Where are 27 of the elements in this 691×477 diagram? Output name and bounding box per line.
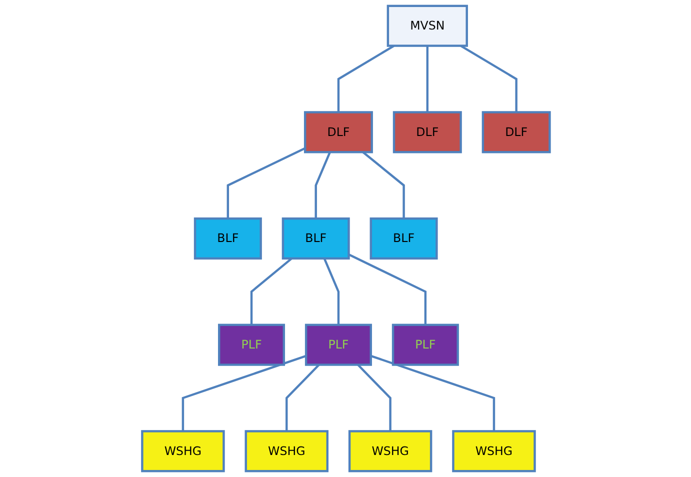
node-box: WSHG — [452, 430, 536, 472]
connector — [285, 364, 320, 432]
connector — [460, 44, 517, 112]
node-box: WSHG — [348, 430, 432, 472]
connector — [348, 253, 426, 325]
connector — [181, 354, 306, 432]
connector — [322, 258, 340, 325]
connector — [356, 364, 391, 432]
node-box: WSHG — [244, 430, 328, 472]
node-box: BLF — [369, 217, 438, 260]
connector — [426, 46, 428, 112]
node-box: DLF — [392, 111, 462, 154]
connector — [336, 44, 394, 112]
connector — [370, 354, 495, 432]
node-box: BLF — [193, 217, 262, 260]
node-box: WSHG — [140, 430, 224, 472]
node-box: PLF — [304, 324, 372, 366]
connector — [250, 258, 292, 325]
connector — [314, 152, 331, 219]
node-box: MVSN — [386, 4, 468, 47]
connector — [226, 147, 306, 219]
node-box: DLF — [481, 111, 550, 154]
node-box: PLF — [218, 324, 285, 366]
node-box: BLF — [281, 217, 350, 260]
connector — [362, 151, 404, 219]
node-box: PLF — [391, 324, 458, 366]
node-box: DLF — [304, 111, 372, 154]
